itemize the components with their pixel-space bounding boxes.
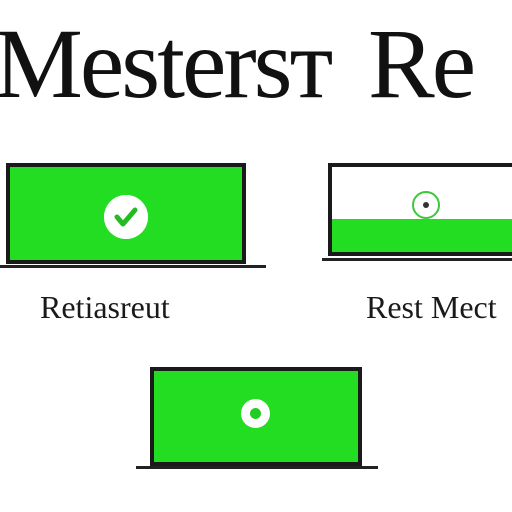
screen-fill-bar xyxy=(332,219,512,252)
card-label-2: Rest Mect xyxy=(366,289,497,325)
laptop-base-1 xyxy=(0,265,266,268)
laptop-base-3 xyxy=(136,466,378,469)
laptop-base-2 xyxy=(322,258,512,261)
target-dot xyxy=(423,202,429,208)
title-left-text: Mestersт xyxy=(0,14,333,114)
record-icon xyxy=(241,399,270,428)
page-title: Mestersт Re xyxy=(0,14,512,114)
record-dot xyxy=(250,408,261,419)
target-icon xyxy=(412,191,440,219)
card-label-1: Retiasreut xyxy=(40,289,170,325)
laptop-screen-1 xyxy=(6,163,246,264)
check-icon xyxy=(104,195,148,239)
title-right-text: Re xyxy=(368,14,476,114)
laptop-screen-2 xyxy=(328,163,512,256)
